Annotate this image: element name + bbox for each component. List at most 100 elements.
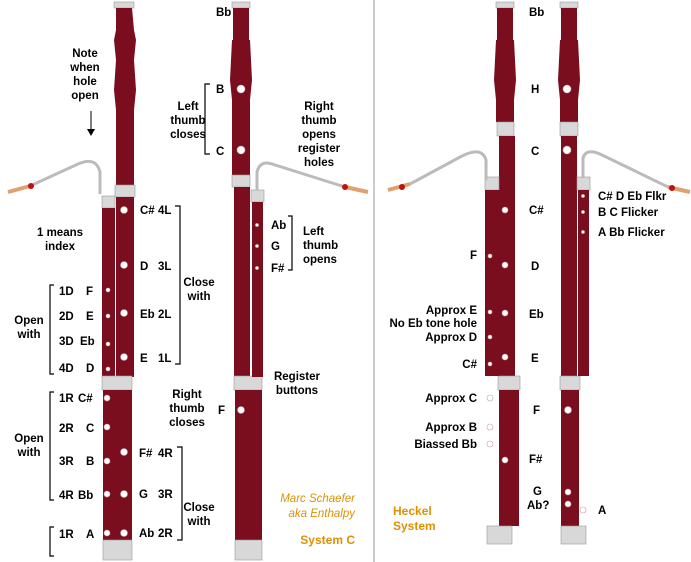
svg-text:No Eb tone hole: No Eb tone hole — [389, 318, 477, 330]
svg-text:Left: Left — [177, 101, 198, 113]
open-rows: 1D F 2D E 3D Eb 4D D — [59, 286, 95, 375]
register-notes: Ab G F# — [271, 220, 286, 275]
svg-text:hole: hole — [73, 76, 97, 88]
open-with-2: Open with — [14, 433, 43, 459]
svg-text:F: F — [86, 286, 93, 298]
svg-text:1L: 1L — [158, 353, 171, 365]
svg-text:Ab: Ab — [139, 528, 154, 540]
svg-text:Note: Note — [72, 48, 98, 60]
svg-text:E: E — [86, 311, 94, 323]
svg-text:Register: Register — [274, 371, 321, 383]
svg-text:1 means: 1 means — [37, 227, 83, 239]
svg-text:D: D — [140, 261, 148, 273]
svg-text:Approx B: Approx B — [425, 422, 477, 434]
svg-text:A: A — [598, 505, 606, 517]
svg-text:3L: 3L — [158, 261, 171, 273]
svg-text:C#: C# — [529, 205, 544, 217]
svg-text:closes: closes — [169, 417, 205, 429]
boot-joint-left — [101, 375, 133, 561]
open-with: Open with — [14, 315, 43, 341]
svg-text:Open: Open — [14, 315, 43, 327]
one-means-index: 1 means index — [37, 227, 83, 253]
top-note-right: Bb — [529, 7, 544, 19]
svg-text:Marc Schaefer: Marc Schaefer — [280, 493, 356, 505]
svg-text:with: with — [187, 291, 211, 303]
svg-text:thumb: thumb — [303, 240, 338, 252]
right-thumb-note: F — [218, 405, 225, 417]
reed-left — [7, 184, 31, 194]
flicker-labels: C# D Eb Flkr B C Flicker A Bb Flicker — [598, 191, 667, 239]
svg-text:open: open — [71, 90, 98, 102]
svg-text:Close: Close — [183, 277, 214, 289]
svg-text:G: G — [139, 489, 148, 501]
svg-text:3R: 3R — [59, 456, 74, 468]
svg-text:1D: 1D — [59, 286, 74, 298]
wing-joint-right — [387, 150, 500, 376]
svg-text:Close: Close — [183, 502, 214, 514]
svg-text:Ab?: Ab? — [527, 500, 549, 512]
svg-text:A Bb Flicker: A Bb Flicker — [598, 227, 665, 239]
author-credit: Marc Schaefer aka Enthalpy — [280, 493, 356, 520]
register-tube-left — [250, 161, 369, 377]
svg-text:G: G — [533, 486, 542, 498]
close-with: Close with — [183, 277, 214, 303]
svg-text:2R: 2R — [59, 423, 74, 435]
svg-text:E: E — [531, 353, 539, 365]
svg-text:A: A — [86, 529, 94, 541]
close-with-2: Close with — [183, 502, 214, 528]
svg-text:Bb: Bb — [78, 490, 93, 502]
svg-text:D: D — [531, 261, 539, 273]
long-joint-right — [486, 1, 521, 545]
svg-text:F: F — [533, 405, 540, 417]
svg-text:Ab: Ab — [271, 220, 286, 232]
long-joint-left — [113, 1, 136, 377]
svg-text:Left: Left — [303, 226, 324, 238]
svg-text:Approx C: Approx C — [425, 393, 477, 405]
svg-text:register: register — [298, 143, 341, 155]
left-thumb-opens: Left thumb opens — [303, 226, 338, 266]
svg-text:thumb: thumb — [170, 115, 205, 127]
right-col-notes: H C C# D Eb E F F# G Ab? A — [527, 84, 606, 517]
svg-text:1R: 1R — [59, 529, 74, 541]
register-buttons: Register buttons — [274, 371, 321, 397]
wing-joint-left — [101, 195, 116, 378]
svg-text:4L: 4L — [158, 205, 171, 217]
svg-text:with: with — [187, 516, 211, 528]
svg-text:holes: holes — [304, 157, 334, 169]
svg-text:H: H — [531, 84, 539, 96]
svg-text:3D: 3D — [59, 336, 74, 348]
svg-text:closes: closes — [170, 129, 206, 141]
svg-text:2L: 2L — [158, 309, 171, 321]
svg-text:F#: F# — [271, 263, 285, 275]
svg-text:Approx E: Approx E — [426, 305, 477, 317]
svg-text:Right: Right — [172, 389, 202, 401]
svg-text:thumb: thumb — [301, 115, 336, 127]
system-c-label: System C — [300, 533, 355, 547]
bottom-open-rows: 1R C# 2R C 3R B 4R Bb 1R A — [59, 393, 94, 541]
svg-text:E: E — [140, 353, 148, 365]
svg-text:Eb: Eb — [140, 309, 155, 321]
svg-text:System: System — [393, 519, 436, 533]
bass-joint-left — [230, 1, 263, 561]
svg-text:1R: 1R — [59, 393, 74, 405]
svg-text:index: index — [45, 241, 76, 253]
svg-text:buttons: buttons — [276, 385, 318, 397]
small-tube-right — [576, 150, 691, 376]
svg-text:C#: C# — [78, 393, 93, 405]
thumb-note-c: C — [216, 146, 224, 158]
svg-text:F: F — [470, 250, 477, 262]
tone-holes-left — [103, 84, 259, 537]
svg-text:opens: opens — [302, 129, 336, 141]
svg-text:C#: C# — [140, 205, 155, 217]
svg-text:Eb: Eb — [80, 336, 95, 348]
svg-text:C# D Eb Flkr: C# D Eb Flkr — [598, 191, 667, 203]
svg-text:D: D — [86, 363, 94, 375]
brackets-left — [49, 83, 293, 557]
svg-text:4R: 4R — [59, 490, 74, 502]
svg-text:4R: 4R — [158, 448, 173, 460]
thumb-note-b: B — [216, 84, 224, 96]
svg-text:C: C — [86, 423, 94, 435]
right-thumb-opens: Right thumb opens register holes — [298, 101, 341, 169]
svg-text:Approx D: Approx D — [425, 332, 477, 344]
svg-text:F#: F# — [139, 448, 153, 460]
